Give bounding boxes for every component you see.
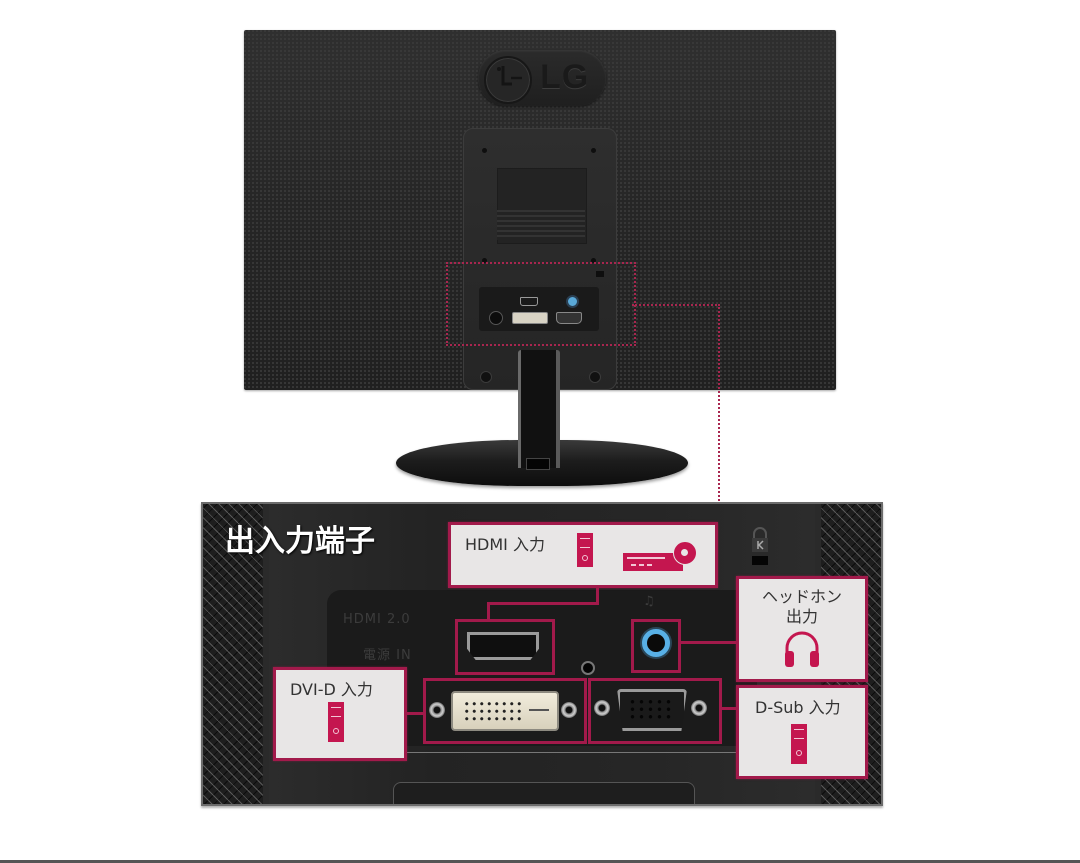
headphone-jack xyxy=(642,629,670,657)
stand-neck xyxy=(518,350,560,468)
vga-port-mini xyxy=(556,312,582,324)
power-jack-mini xyxy=(489,311,503,325)
blu-ray-player-icon xyxy=(623,553,683,571)
stand-screw xyxy=(480,371,492,383)
dvi-d-port xyxy=(451,691,559,731)
stand-screw xyxy=(589,371,601,383)
vesa-screw-hole xyxy=(482,148,487,153)
thumb-screw xyxy=(691,700,707,716)
callout-leader-line xyxy=(487,602,490,620)
embossed-label: HDMI 2.0 xyxy=(343,612,411,627)
thumb-screw xyxy=(561,702,577,718)
callout-leader-line xyxy=(596,585,599,605)
headphone-jack-mini xyxy=(566,295,579,308)
headphone-output-label-line1: ヘッドホン xyxy=(761,587,842,606)
thumb-screw xyxy=(594,700,610,716)
thumb-screw xyxy=(429,702,445,718)
headphone-symbol: ♫ xyxy=(643,594,656,609)
reset-hole xyxy=(581,661,595,675)
rating-label-text xyxy=(497,210,585,240)
zoom-highlight-box xyxy=(446,262,636,346)
dvi-port-mini xyxy=(512,312,548,324)
callout-leader-line xyxy=(719,707,739,710)
stand-cable-slot xyxy=(526,458,550,470)
headphone-output-label-line2: 出力 xyxy=(785,607,818,626)
bottom-divider xyxy=(0,860,1080,863)
kensington-slot-mini xyxy=(596,271,604,277)
kensington-lock-icon xyxy=(749,526,771,570)
lg-logo-text: LG xyxy=(540,58,590,96)
headphone-icon xyxy=(781,627,823,673)
d-sub-port-highlight xyxy=(588,678,722,744)
vesa-screw-hole xyxy=(482,258,487,263)
io-terminal-detail-panel: HDMI 2.0 電源 IN 出入力端子 HDMI 入力 ♫ ヘッドホン 出 xyxy=(201,502,883,806)
zoom-leader-line xyxy=(632,304,720,306)
dvi-d-input-callout: DVI-D 入力 xyxy=(273,667,407,761)
hdmi-input-callout: HDMI 入力 xyxy=(448,522,718,588)
pc-tower-icon xyxy=(791,724,807,764)
mesh-texture xyxy=(203,504,263,804)
callout-leader-line xyxy=(487,602,599,605)
panel-edge-line xyxy=(327,752,747,753)
vesa-screw-hole xyxy=(591,148,596,153)
pc-tower-icon xyxy=(577,533,593,567)
zoom-leader-line xyxy=(718,304,720,504)
hdmi-input-label: HDMI 入力 xyxy=(465,535,545,554)
vesa-screw-hole xyxy=(591,258,596,263)
hdmi-port-highlight xyxy=(455,619,555,675)
callout-leader-line xyxy=(404,712,424,715)
hdmi-port xyxy=(467,632,539,660)
embossed-label: 電源 IN xyxy=(363,648,412,663)
callout-leader-line xyxy=(678,641,738,644)
headphone-jack-highlight xyxy=(631,619,681,673)
hdmi-port-mini xyxy=(520,297,538,306)
d-sub-input-label: D-Sub 入力 xyxy=(755,698,841,717)
dvi-d-port-highlight xyxy=(423,678,587,744)
d-sub-vga-port xyxy=(617,689,687,731)
pc-tower-icon xyxy=(328,702,344,742)
bottom-recess xyxy=(393,782,695,804)
dvi-d-input-label: DVI-D 入力 xyxy=(290,680,373,699)
d-sub-input-callout: D-Sub 入力 xyxy=(736,685,868,779)
headphone-output-callout: ヘッドホン 出力 xyxy=(736,576,868,682)
lg-logo-icon xyxy=(484,56,532,104)
panel-title: 出入力端子 xyxy=(225,524,375,559)
disc-icon xyxy=(673,541,697,565)
